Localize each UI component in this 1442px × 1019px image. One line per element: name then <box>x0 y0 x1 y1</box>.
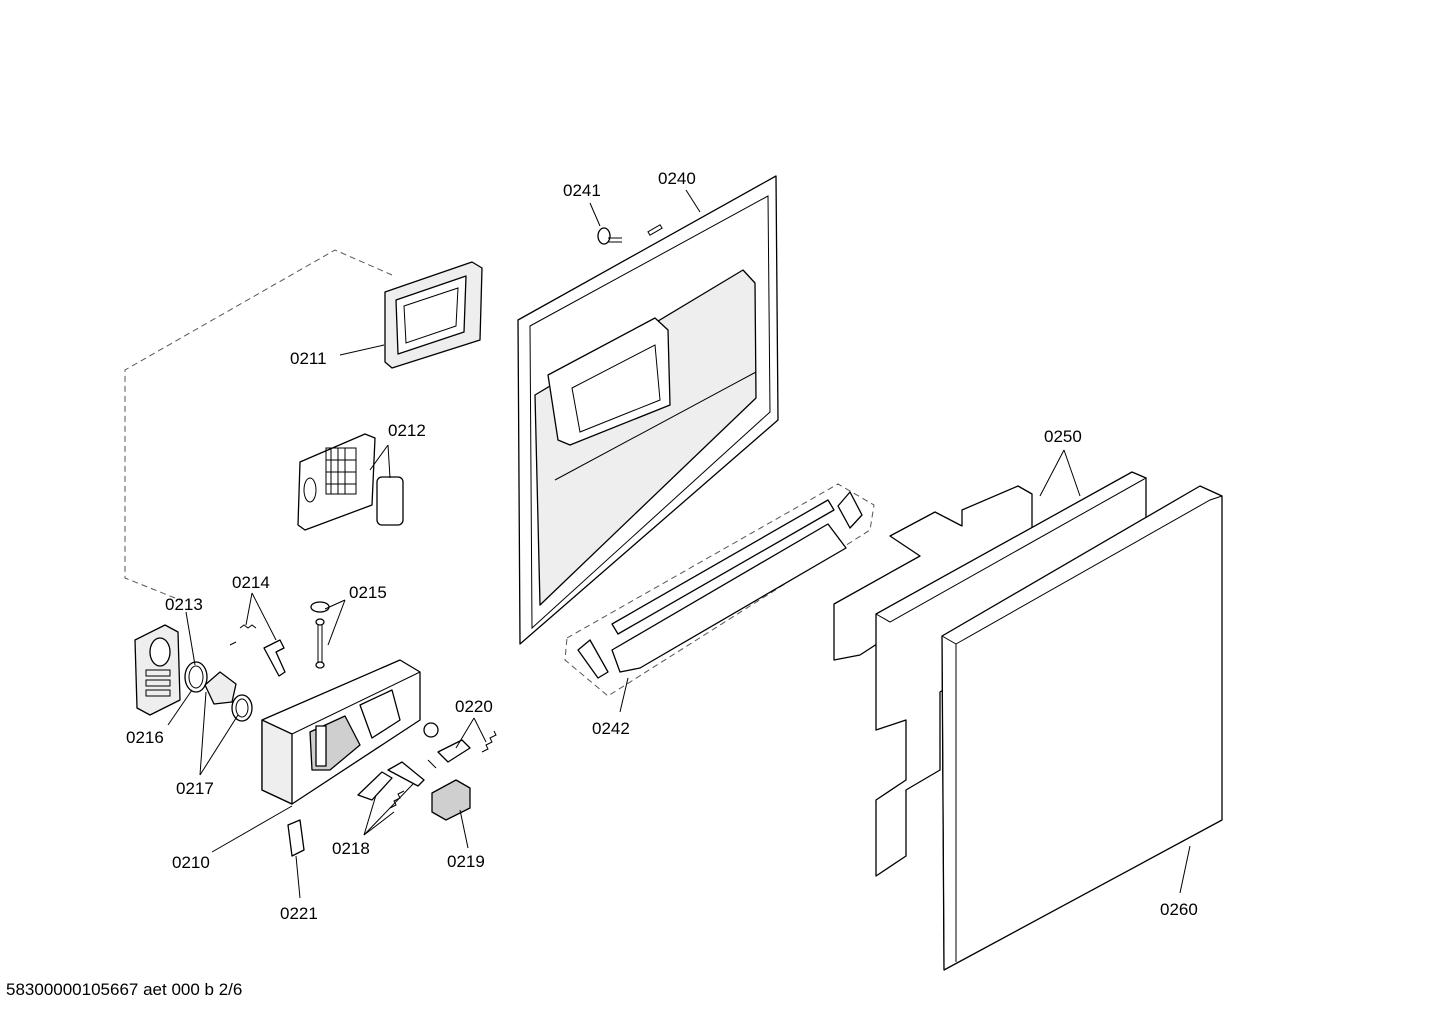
part-0219-switch <box>431 779 471 821</box>
label-0211: 0211 <box>290 349 327 368</box>
label-0242: 0242 <box>592 719 630 738</box>
label-0240: 0240 <box>658 169 696 188</box>
part-0214-lever <box>229 624 286 677</box>
part-0260-front-panel <box>941 485 1223 971</box>
part-0218-springs <box>357 759 437 809</box>
label-0219: 0219 <box>447 852 485 871</box>
part-0211-gasket <box>384 261 483 369</box>
label-0220: 0220 <box>455 697 493 716</box>
label-0221: 0221 <box>280 904 318 923</box>
drawing-reference-code: 58300000105667 aet 000 b 2/6 <box>6 980 243 999</box>
label-0212: 0212 <box>388 421 426 440</box>
leader-lines <box>167 189 1191 899</box>
part-0240-inner-door <box>517 175 779 645</box>
label-0214: 0214 <box>232 573 270 592</box>
label-0260: 0260 <box>1160 900 1198 919</box>
label-0217: 0217 <box>176 779 214 798</box>
label-0218: 0218 <box>332 839 370 858</box>
part-0220-cams <box>423 722 497 763</box>
part-0212-filter <box>297 433 404 531</box>
label-0216: 0216 <box>126 728 164 747</box>
part-0242-trim <box>564 483 875 697</box>
part-0241-screw <box>597 227 622 245</box>
part-0210-dispenser <box>261 659 421 805</box>
label-0250: 0250 <box>1044 427 1082 446</box>
label-0210: 0210 <box>172 853 210 872</box>
label-0241: 0241 <box>563 181 601 200</box>
part-0216-cover <box>134 624 181 716</box>
part-0215-plunger <box>310 601 330 669</box>
part-0221-clip <box>287 819 305 857</box>
label-0213: 0213 <box>165 595 203 614</box>
label-0215: 0215 <box>349 583 387 602</box>
part-0217-rings <box>184 661 253 722</box>
assembly-boundary <box>124 249 393 601</box>
